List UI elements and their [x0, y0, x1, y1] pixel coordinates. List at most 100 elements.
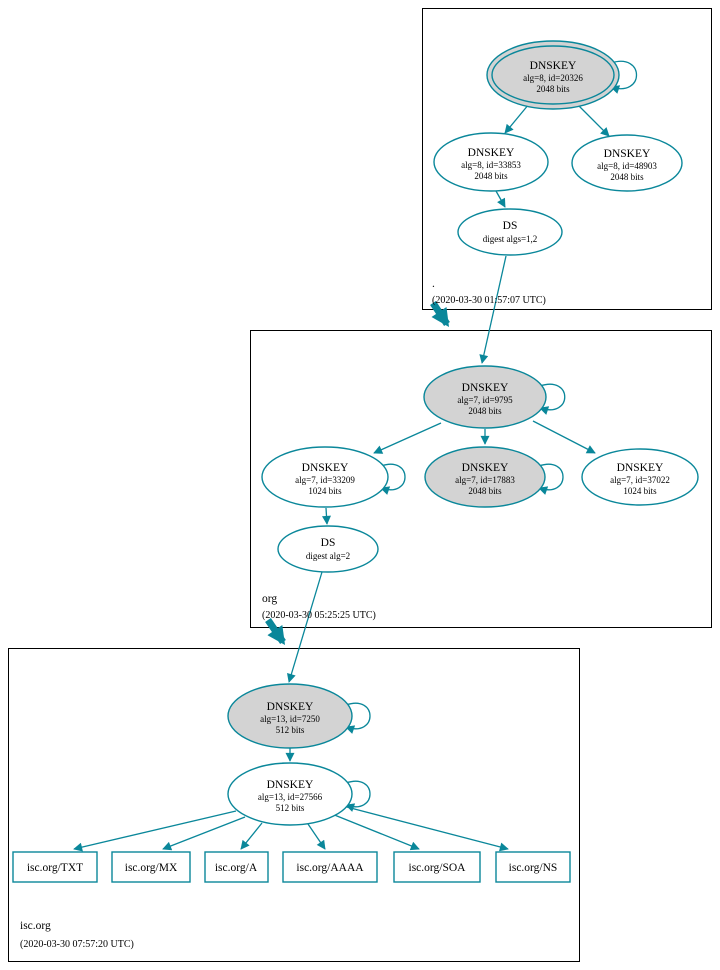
root-ksk-detail1: alg=8, id=20326: [523, 73, 583, 83]
edge-org-zsk-left-to-ds: [322, 507, 331, 525]
rrset-mx-label: isc.org/MX: [125, 862, 178, 874]
org-zsk-left-detail1: alg=7, id=33209: [295, 475, 355, 485]
rrset-soa-box: [393, 851, 481, 883]
zone-timestamp-org: (2020-03-30 05:25:25 UTC): [262, 610, 376, 621]
isc-ksk-detail2: 512 bits: [276, 725, 305, 735]
root-ds-detail1: digest algs=1,2: [483, 234, 538, 244]
isc-ksk-title: DNSKEY: [267, 701, 314, 713]
zone-timestamp-isc-org: (2020-03-30 07:57:20 UTC): [20, 939, 134, 950]
zone-label-isc-org: isc.org: [20, 920, 51, 932]
rrset-isc-org-aaaa: isc.org/AAAA: [282, 851, 378, 883]
zone-label-org: org: [262, 593, 277, 605]
org-ksk2-title: DNSKEY: [462, 462, 509, 474]
edge-isc-zsk-to-ns: [342, 805, 509, 852]
rrset-aaaa-box: [282, 851, 378, 883]
isc-zsk-ellipse: [227, 762, 353, 826]
root-zsk2-detail1: alg=8, id=48903: [597, 161, 657, 171]
edge-isc-zsk-to-soa: [331, 813, 420, 851]
edge-isc-zsk-to-a: [240, 822, 263, 850]
zone-label-root: .: [432, 278, 435, 290]
node-org-ds: DS digest alg=2: [277, 525, 379, 573]
root-zsk1-title: DNSKEY: [468, 147, 515, 159]
edge-delegation-root-to-org: [430, 301, 450, 327]
edge-root-ksk-selfloop: [610, 60, 637, 94]
rrset-ns-box: [495, 851, 571, 883]
isc-ksk-ellipse: [227, 683, 353, 749]
isc-zsk-title: DNSKEY: [267, 779, 314, 791]
node-root-zsk1: DNSKEY alg=8, id=33853 2048 bits: [433, 132, 549, 192]
edge-root-ds-to-org-ksk: [479, 255, 507, 364]
edge-org-zsk-left-selfloop: [380, 463, 406, 495]
org-ksk2-detail2: 2048 bits: [468, 486, 502, 496]
zone-timestamp-root: (2020-03-30 01:57:07 UTC): [432, 295, 546, 306]
org-ksk-detail1: alg=7, id=9795: [457, 395, 513, 405]
node-org-ksk2: DNSKEY alg=7, id=17883 2048 bits: [424, 446, 546, 508]
rrset-soa-label: isc.org/SOA: [409, 862, 467, 874]
root-ds-ellipse: [457, 208, 563, 256]
org-ds-ellipse: [277, 525, 379, 573]
edge-isc-zsk-to-aaaa: [307, 823, 326, 850]
edge-isc-zsk-to-txt: [73, 810, 237, 852]
org-ksk-title: DNSKEY: [462, 382, 509, 394]
root-zsk1-detail1: alg=8, id=33853: [461, 160, 521, 170]
edge-org-ksk-to-zsk-right: [532, 420, 596, 454]
rrset-aaaa-label: isc.org/AAAA: [296, 862, 364, 874]
node-isc-ksk: DNSKEY alg=13, id=7250 512 bits: [227, 683, 353, 749]
rrset-mx-box: [111, 851, 191, 883]
root-zsk2-title: DNSKEY: [604, 148, 651, 160]
edge-org-ksk-to-zsk-left: [373, 422, 442, 454]
org-zsk-right-detail2: 1024 bits: [623, 486, 657, 496]
org-ksk2-detail1: alg=7, id=17883: [455, 475, 515, 485]
org-zsk-right-ellipse: [581, 448, 699, 506]
org-zsk-left-ellipse: [261, 446, 389, 508]
node-org-ksk: DNSKEY alg=7, id=9795 2048 bits: [423, 365, 547, 429]
org-ds-title: DS: [321, 537, 336, 549]
rrset-txt-box: [12, 851, 98, 883]
root-zsk2-detail2: 2048 bits: [610, 172, 644, 182]
root-ds-title: DS: [503, 220, 518, 232]
edge-isc-zsk-to-mx: [162, 816, 246, 851]
edge-org-ds-to-isc-ksk: [287, 571, 323, 683]
org-ksk-detail2: 2048 bits: [468, 406, 502, 416]
node-org-zsk-right: DNSKEY alg=7, id=37022 1024 bits: [581, 448, 699, 506]
org-zsk-left-detail2: 1024 bits: [308, 486, 342, 496]
isc-zsk-detail1: alg=13, id=27566: [258, 792, 323, 802]
root-ksk-inner-ring: [491, 45, 615, 105]
edge-isc-ksk-selfloop: [345, 702, 371, 734]
org-ksk2-ellipse: [424, 446, 546, 508]
rrset-a-label: isc.org/A: [215, 862, 258, 874]
node-org-zsk-left: DNSKEY alg=7, id=33209 1024 bits: [261, 446, 389, 508]
root-ksk-title: DNSKEY: [530, 60, 577, 72]
rrset-ns-label: isc.org/NS: [509, 862, 558, 874]
node-root-ksk: DNSKEY alg=8, id=20326 2048 bits: [486, 40, 620, 110]
root-zsk2-ellipse: [571, 134, 683, 192]
rrset-a-box: [204, 851, 269, 883]
edge-root-zsk1-to-ds: [495, 190, 506, 208]
rrset-txt-label: isc.org/TXT: [27, 862, 83, 874]
edge-org-ksk2-selfloop: [538, 463, 564, 495]
node-root-zsk2: DNSKEY alg=8, id=48903 2048 bits: [571, 134, 683, 192]
edge-root-ksk-to-zsk1: [504, 103, 530, 134]
org-ksk-ellipse: [423, 365, 547, 429]
org-ds-detail1: digest alg=2: [306, 551, 350, 561]
node-isc-zsk: DNSKEY alg=13, id=27566 512 bits: [227, 762, 353, 826]
edge-isc-zsk-selfloop: [345, 780, 371, 812]
rrset-isc-org-a: isc.org/A: [204, 851, 269, 883]
org-zsk-right-title: DNSKEY: [617, 462, 664, 474]
root-ksk-detail2: 2048 bits: [536, 84, 570, 94]
edge-org-ksk-selfloop: [539, 383, 566, 415]
edge-root-ksk-to-zsk2: [576, 103, 610, 137]
rrset-isc-org-soa: isc.org/SOA: [393, 851, 481, 883]
root-zsk1-ellipse: [433, 132, 549, 192]
rrset-isc-org-ns: isc.org/NS: [495, 851, 571, 883]
isc-ksk-detail1: alg=13, id=7250: [260, 714, 320, 724]
org-zsk-left-title: DNSKEY: [302, 462, 349, 474]
node-root-ds: DS digest algs=1,2: [457, 208, 563, 256]
rrset-isc-org-txt: isc.org/TXT: [12, 851, 98, 883]
isc-zsk-detail2: 512 bits: [276, 803, 305, 813]
root-zsk1-detail2: 2048 bits: [474, 171, 508, 181]
rrset-isc-org-mx: isc.org/MX: [111, 851, 191, 883]
org-zsk-right-detail1: alg=7, id=37022: [610, 475, 670, 485]
